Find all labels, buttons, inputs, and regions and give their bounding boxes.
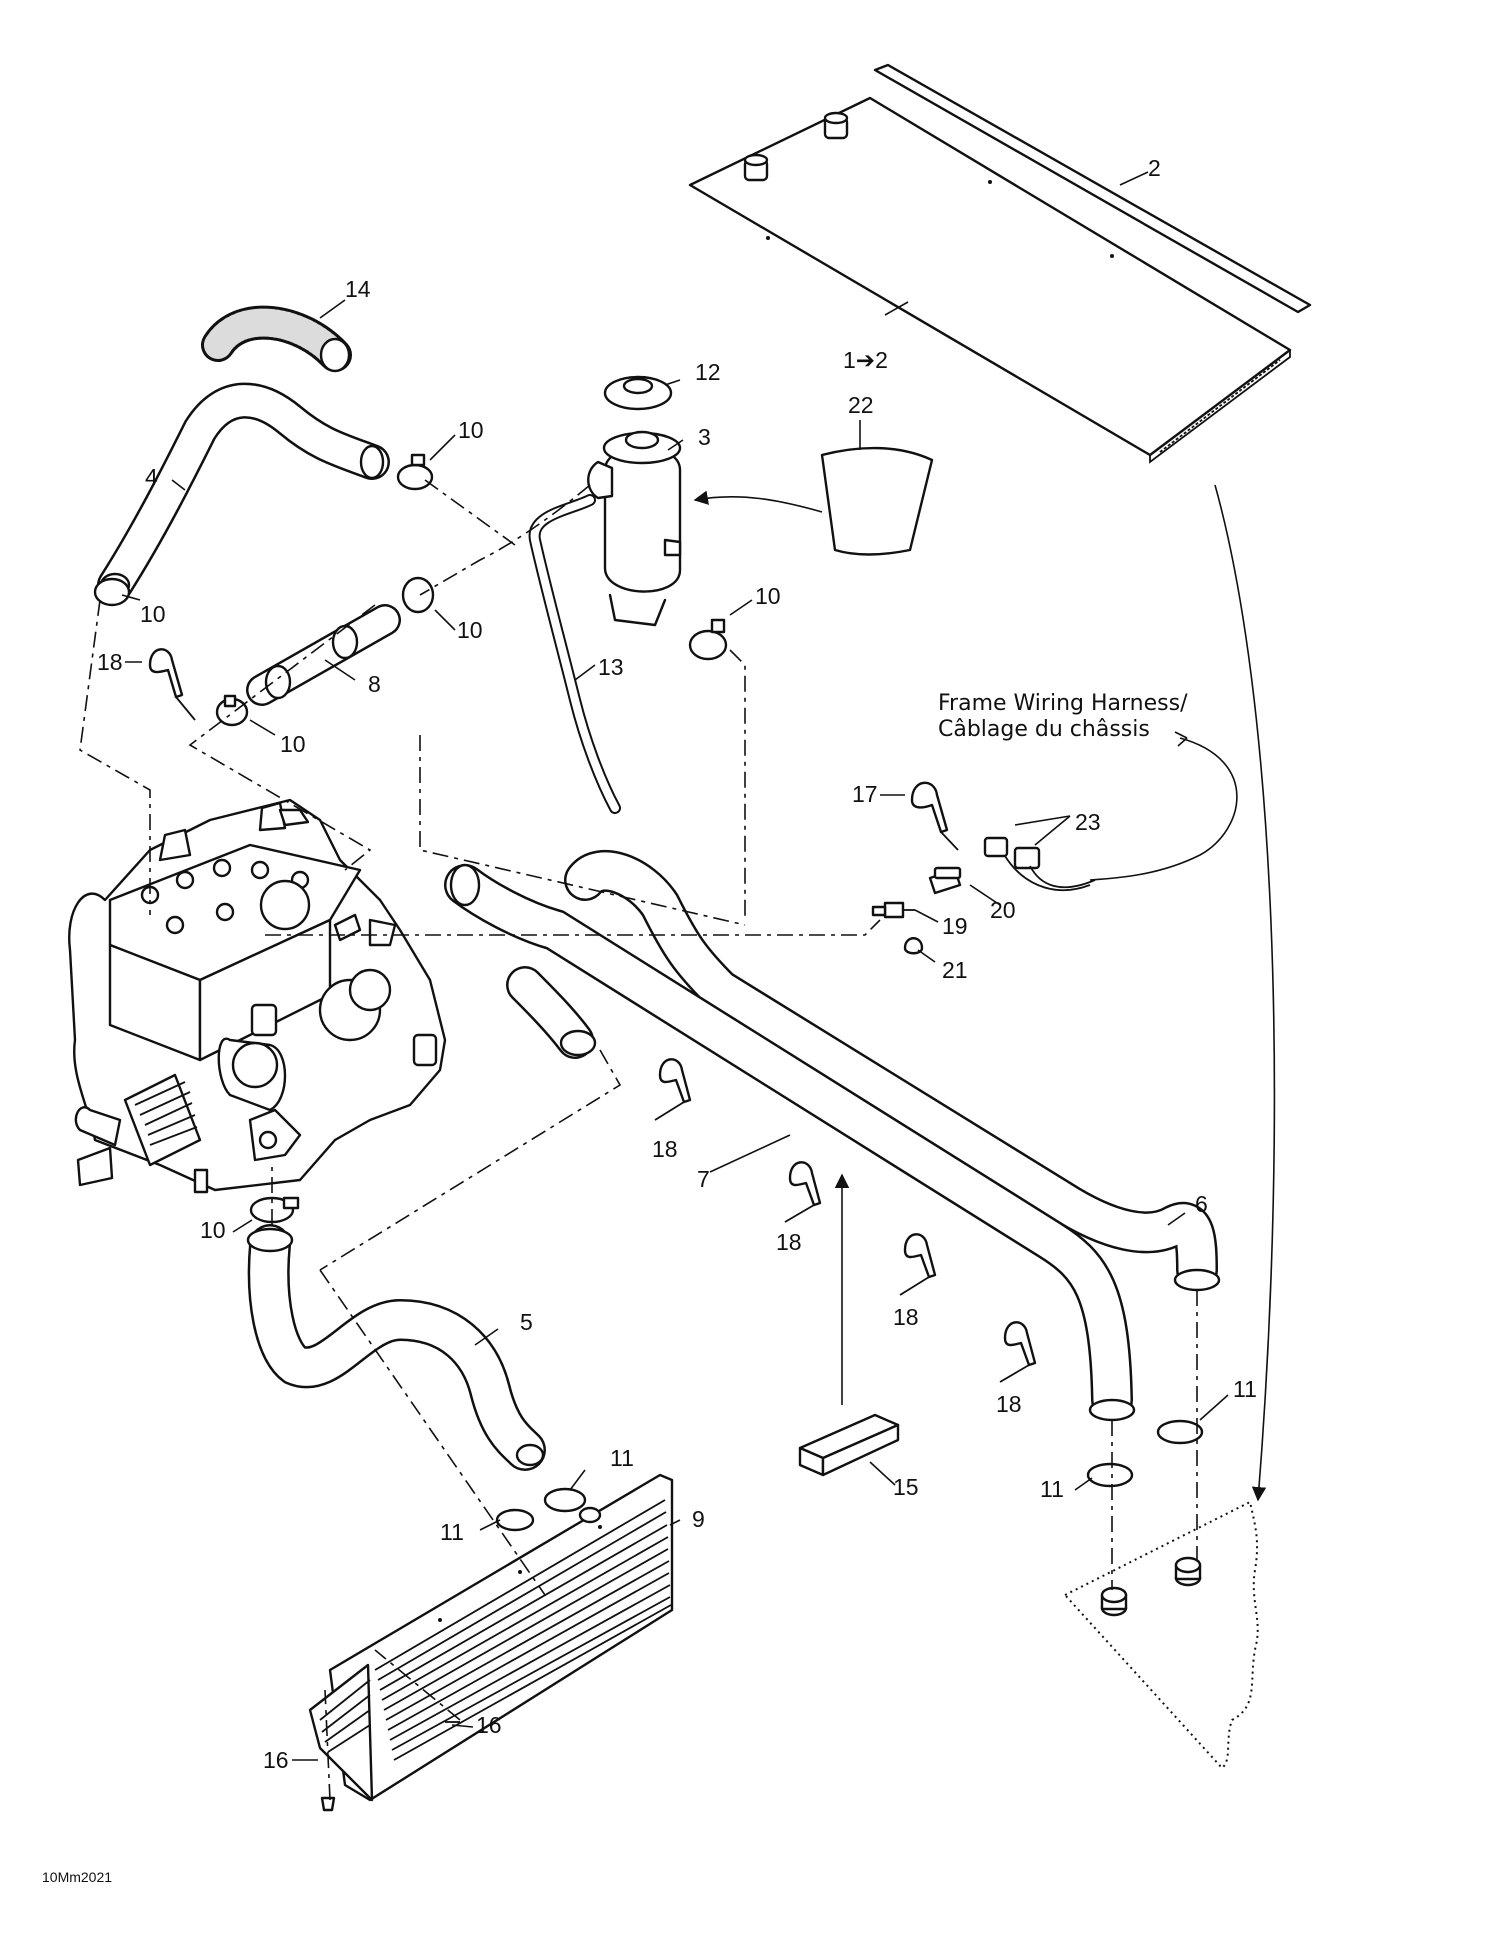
- sensor-connector: [928, 866, 962, 895]
- engine: [68, 798, 447, 1194]
- leader-lines: [121, 171, 1229, 1761]
- clamp-10-lower-left: [215, 694, 249, 727]
- label-8: 8: [368, 671, 381, 697]
- label-20: 20: [990, 897, 1016, 923]
- label-9: 9: [692, 1506, 705, 1532]
- long-hose-6: [564, 850, 1221, 1292]
- label-18-a: 18: [652, 1136, 678, 1162]
- label-11-right-upper: 11: [1233, 1376, 1257, 1402]
- label-15: 15: [893, 1474, 919, 1500]
- label-6: 6: [1195, 1191, 1208, 1217]
- frame-section: [1063, 1500, 1259, 1770]
- long-hose-7: [444, 863, 1136, 1422]
- clamp-11-d: [1086, 1462, 1134, 1488]
- label-14: 14: [345, 276, 371, 302]
- decal: [820, 446, 934, 556]
- label-16-lower: 16: [263, 1747, 289, 1773]
- cable-tie-18-a: [654, 1058, 692, 1121]
- assembly-lines: [79, 479, 1198, 1801]
- label-18-upper: 18: [97, 649, 123, 675]
- label-3: 3: [698, 424, 711, 450]
- label-23: 23: [1075, 809, 1101, 835]
- overflow-tube: [528, 494, 621, 814]
- label-10-upper: 10: [458, 417, 484, 443]
- cable-tie-18-upper: [148, 648, 196, 721]
- label-10-lower-left: 10: [280, 731, 306, 757]
- label-1-2: 1➔2: [843, 347, 888, 373]
- label-11-right-lower: 11: [1040, 1476, 1064, 1502]
- radiator-plate: [688, 63, 1312, 464]
- radiator-cap: [603, 375, 673, 411]
- label-21: 21: [942, 957, 968, 983]
- sensor-washer: [903, 937, 924, 955]
- label-12: 12: [695, 359, 721, 385]
- connecting-hose: [246, 604, 401, 706]
- cable-tie-18-d: [999, 1321, 1037, 1383]
- label-10-left: 10: [140, 601, 166, 627]
- harness-label-line-1: Frame Wiring Harness/: [938, 691, 1188, 716]
- clamp-10-upper: [396, 453, 434, 491]
- temperature-sensor: [871, 901, 915, 919]
- upper-hose: [97, 382, 390, 603]
- clamp-10-left: [93, 577, 131, 607]
- label-10-tank: 10: [755, 583, 781, 609]
- clamp-10-tank: [688, 618, 728, 661]
- screw-16-lower: [320, 1796, 336, 1812]
- label-7: 7: [697, 1166, 710, 1192]
- label-18-d: 18: [996, 1391, 1022, 1417]
- clamp-10-engine: [249, 1196, 300, 1224]
- label-10-middle: 10: [457, 617, 483, 643]
- corrugated-hose: [201, 305, 352, 373]
- harness-connectors: [983, 836, 1096, 891]
- label-22: 22: [848, 392, 874, 418]
- cable-tie-18-c: [899, 1233, 937, 1296]
- block: [798, 1413, 900, 1477]
- cable-tie-17: [910, 781, 959, 851]
- clamp-10-middle: [401, 576, 435, 614]
- label-16-right: 16: [476, 1712, 502, 1738]
- coolant-tank: [587, 430, 682, 627]
- label-19: 19: [942, 913, 968, 939]
- label-10-engine: 10: [200, 1217, 226, 1243]
- label-11-upper: 11: [610, 1445, 634, 1471]
- clamp-11-b: [543, 1487, 587, 1513]
- clamp-11-a: [495, 1508, 535, 1532]
- label-18-c: 18: [893, 1304, 919, 1330]
- label-5: 5: [520, 1309, 533, 1335]
- label-11-lower: 11: [440, 1519, 464, 1545]
- clamp-11-c: [1156, 1419, 1204, 1445]
- label-2: 2: [1148, 155, 1161, 181]
- lower-hose: [246, 1224, 546, 1471]
- label-17: 17: [852, 781, 878, 807]
- harness-label-line-2: Câblage du châssis: [938, 717, 1150, 742]
- label-18-b: 18: [776, 1229, 802, 1255]
- label-4: 4: [145, 464, 158, 490]
- drawing-code: 10Mm2021: [42, 1869, 112, 1885]
- cable-tie-18-b: [784, 1161, 822, 1223]
- label-13: 13: [598, 654, 624, 680]
